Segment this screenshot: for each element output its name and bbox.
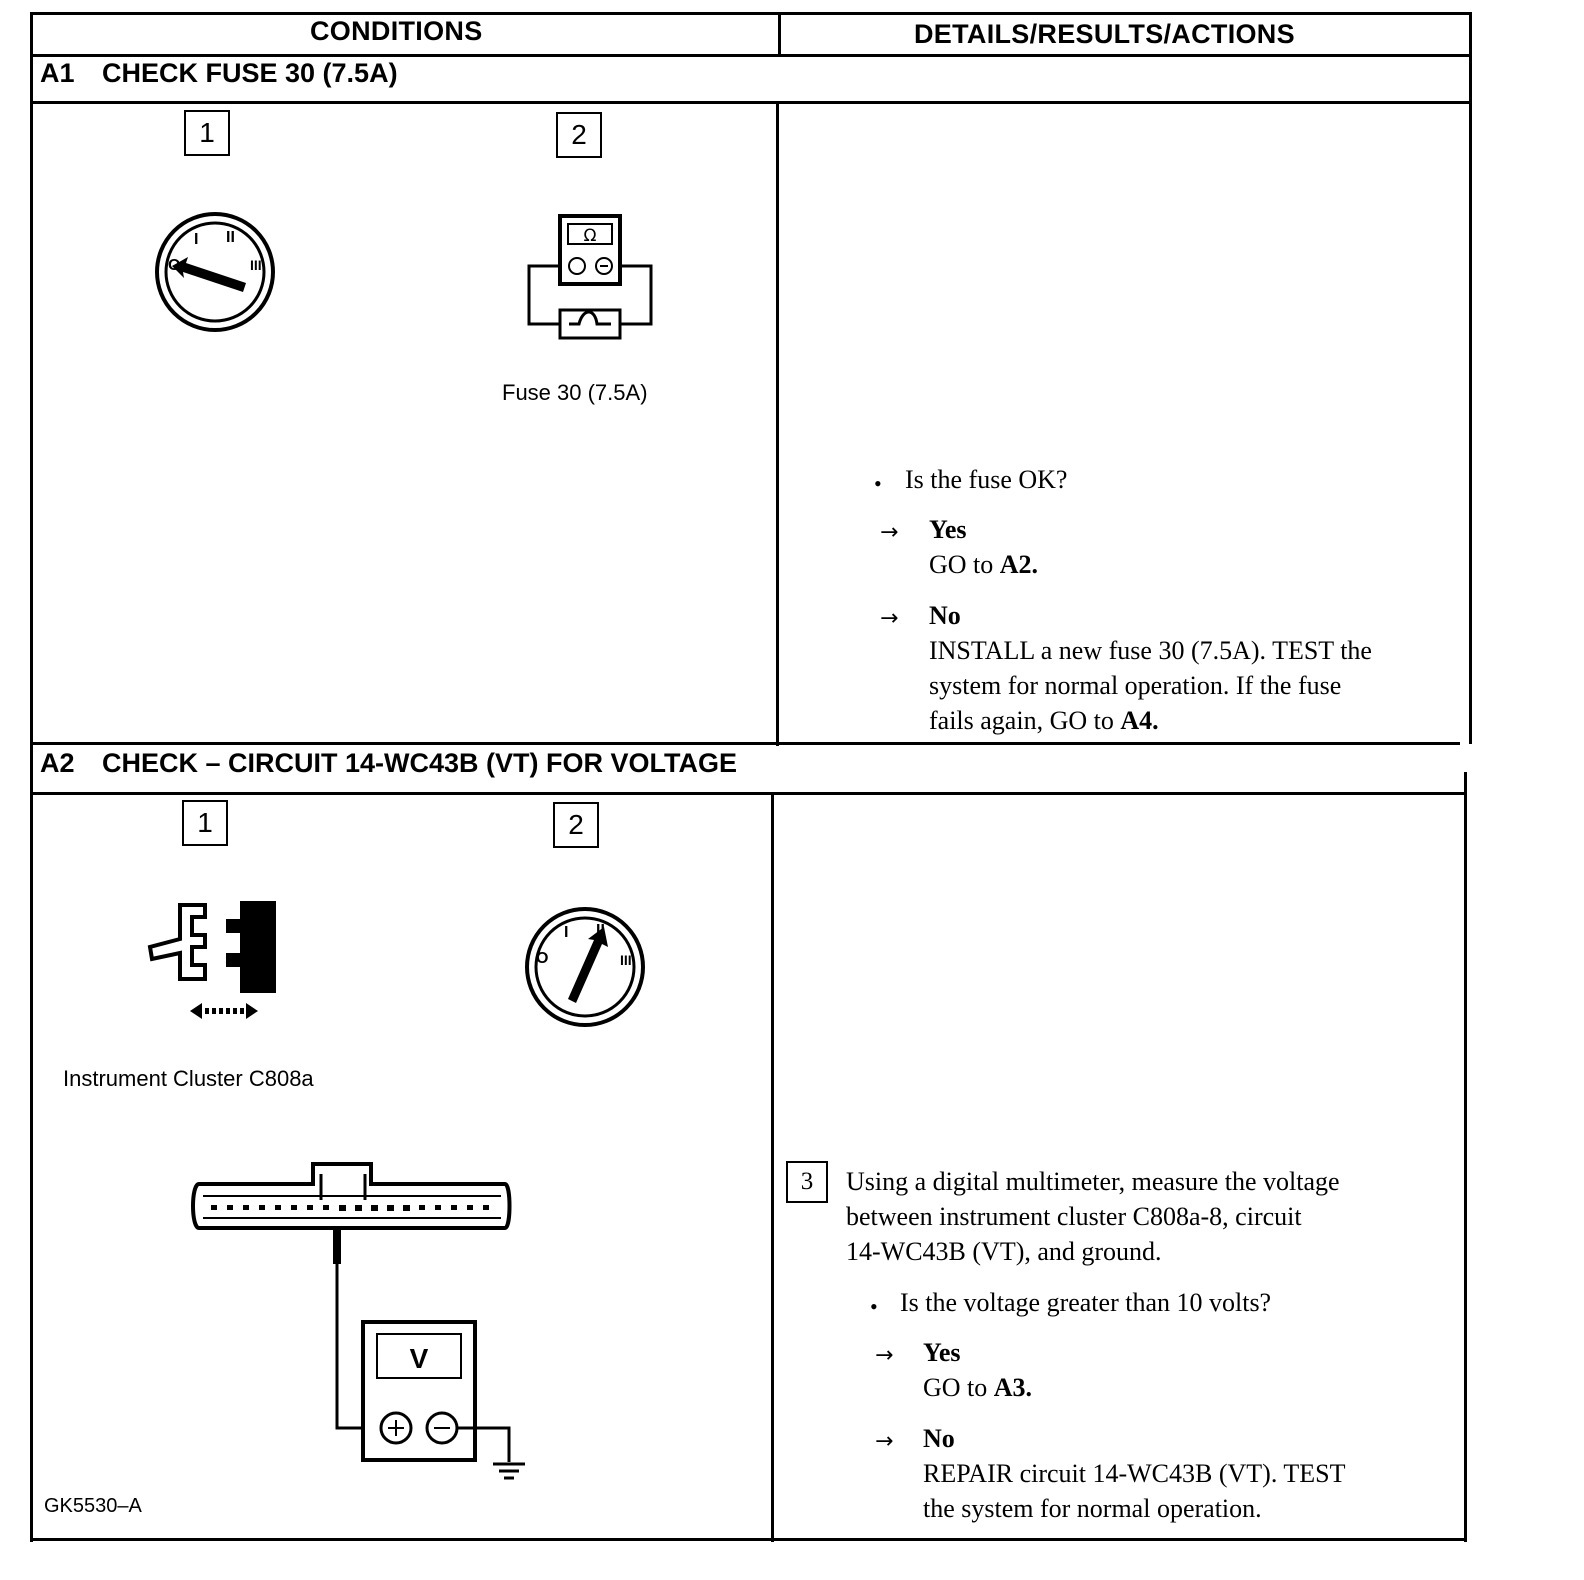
- connector-disconnect-icon: [147, 901, 276, 1019]
- ignition2-pos-3: III: [620, 952, 632, 968]
- connector-caption: Instrument Cluster C808a: [63, 1066, 314, 1091]
- voltmeter-connector-icon: V: [191, 1162, 525, 1480]
- a1-no-line-3: fails again, GO to A4.: [929, 706, 1159, 735]
- ignition2-pos-off: O: [536, 950, 548, 967]
- ohmmeter-fuse-icon: Ω: [527, 214, 653, 340]
- conditions-header: CONDITIONS: [310, 16, 483, 46]
- a1-question-bullet: •: [874, 471, 882, 496]
- a1-yes-arrow: →: [880, 520, 899, 545]
- a1-step-text: CHECK FUSE 30 (7.5A): [102, 58, 398, 88]
- a1-no-ref-link[interactable]: A4.: [1120, 706, 1159, 735]
- a2-yes-label: Yes: [923, 1338, 961, 1367]
- a2-step-text: CHECK – CIRCUIT 14-WC43B (VT) FOR VOLTAG…: [102, 748, 738, 778]
- a1-no-line-2: system for normal operation. If the fuse: [929, 671, 1342, 700]
- table-top-border: [30, 12, 1472, 15]
- ignition-switch-run-icon: O I II III: [525, 907, 645, 1027]
- a2-step-id: A2: [40, 748, 75, 778]
- a2-question-bullet: •: [870, 1294, 878, 1319]
- a2-yes-action: GO to A3.: [923, 1373, 1033, 1402]
- a1-title-bottom-line: [30, 101, 1472, 104]
- ignition2-pos-1: I: [564, 924, 568, 941]
- a1-figure-2-number: 2: [556, 112, 602, 158]
- ignition2-pos-2: II: [596, 922, 605, 939]
- table-right-border-lower: [1464, 772, 1467, 1542]
- a2-title-bottom-line: [30, 792, 1467, 795]
- a2-yes-ref-link[interactable]: A3.: [993, 1373, 1033, 1402]
- header-divider: [778, 12, 781, 56]
- a1-question: Is the fuse OK?: [905, 465, 1068, 494]
- a1-bottom-line: [30, 742, 1460, 745]
- a1-figure-1-number: 1: [184, 110, 230, 156]
- a2-no-line-2: the system for normal operation.: [923, 1494, 1262, 1523]
- a1-step-id: A1: [40, 58, 75, 88]
- header-bottom-line: [30, 54, 1472, 57]
- a2-step-3-number: 3: [786, 1161, 828, 1203]
- figure-id: GK5530–A: [44, 1495, 142, 1517]
- voltmeter-symbol: V: [410, 1343, 429, 1374]
- ignition-pos-3: III: [250, 257, 262, 273]
- ignition-switch-off-icon: O I II III: [155, 212, 275, 332]
- a2-step-3-line-1: Using a digital multimeter, measure the …: [846, 1167, 1340, 1196]
- a2-yes-arrow: →: [875, 1343, 894, 1368]
- a1-yes-action: GO to A2.: [929, 550, 1039, 579]
- a2-figure-2-number: 2: [553, 802, 599, 848]
- ohmmeter-symbol: Ω: [584, 226, 597, 246]
- a1-column-divider: [776, 101, 779, 746]
- ignition-pos-off: O: [168, 257, 180, 274]
- a2-no-label: No: [923, 1424, 955, 1453]
- a2-column-divider: [771, 792, 774, 1542]
- a1-no-line-1: INSTALL a new fuse 30 (7.5A). TEST the: [929, 636, 1372, 665]
- table-bottom-border: [30, 1538, 1467, 1541]
- table-left-border: [30, 12, 33, 1542]
- a1-yes-ref-link[interactable]: A2.: [999, 550, 1039, 579]
- ignition-pos-1: I: [194, 231, 198, 248]
- a1-no-arrow: →: [880, 606, 899, 631]
- a2-question: Is the voltage greater than 10 volts?: [900, 1288, 1272, 1317]
- a2-no-arrow: →: [875, 1429, 894, 1454]
- a2-step-3-line-3: 14-WC43B (VT), and ground.: [846, 1237, 1162, 1266]
- ignition-pos-2: II: [226, 229, 235, 246]
- a2-step-title: A2 CHECK – CIRCUIT 14-WC43B (VT) FOR VOLT…: [40, 748, 737, 779]
- table-right-border-upper: [1469, 12, 1472, 744]
- fuse-caption: Fuse 30 (7.5A): [502, 380, 648, 405]
- a2-no-line-1: REPAIR circuit 14-WC43B (VT). TEST: [923, 1459, 1346, 1488]
- a1-no-label: No: [929, 601, 961, 630]
- a2-figure-1-number: 1: [182, 800, 228, 846]
- a1-yes-label: Yes: [929, 515, 967, 544]
- a1-step-title: A1 CHECK FUSE 30 (7.5A): [40, 58, 398, 89]
- a2-step-3-line-2: between instrument cluster C808a-8, circ…: [846, 1202, 1302, 1231]
- details-header: DETAILS/RESULTS/ACTIONS: [914, 19, 1295, 49]
